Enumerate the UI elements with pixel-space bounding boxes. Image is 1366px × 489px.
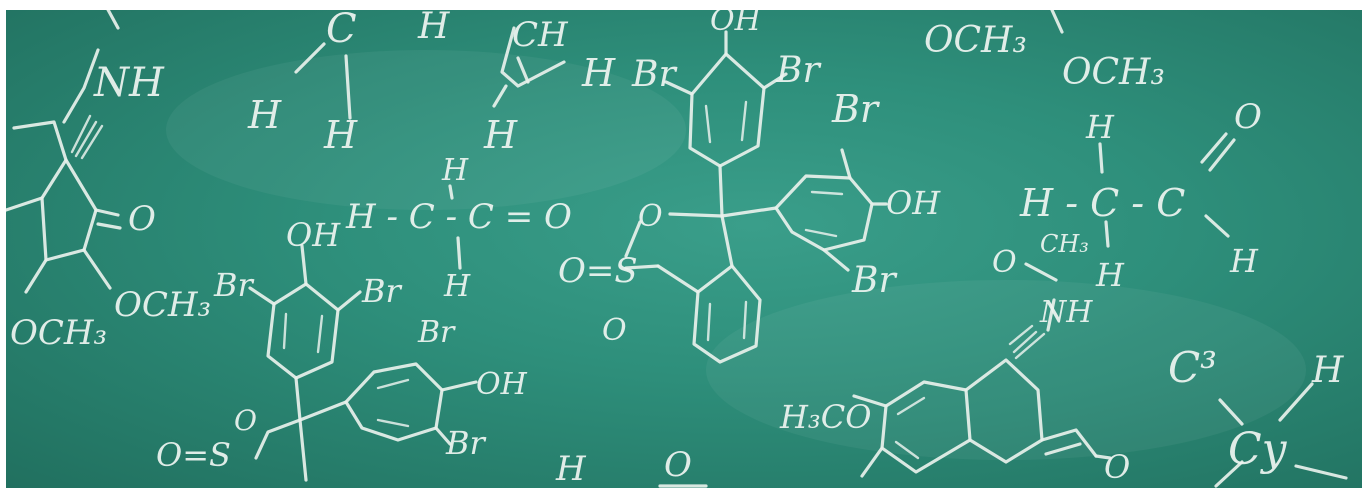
o-label: O [992, 245, 1017, 280]
br-label: Br [631, 54, 677, 95]
o-label: O [128, 199, 156, 239]
c3-label: C³ [1168, 343, 1217, 392]
h-label: H [1229, 242, 1259, 280]
br-label: Br [417, 315, 456, 350]
chalk-smudge [166, 50, 686, 210]
h-label: H [441, 153, 469, 188]
h3co-label: H₃CO [779, 398, 871, 436]
br-label: Br [445, 424, 487, 462]
aldehyde-bonds [448, 184, 462, 270]
top-fragments [294, 26, 566, 120]
o-label: O [638, 199, 663, 234]
c-label: C [326, 10, 357, 52]
lower-left-ring [248, 244, 478, 482]
ch3-label: CH₃ [1040, 230, 1089, 258]
oh-label: OH [286, 216, 341, 254]
center-phenol-structure [624, 148, 888, 364]
oh-label: OH [476, 367, 528, 402]
och3-bond [1050, 10, 1064, 34]
h-label: H [417, 10, 450, 47]
br-label: Br [851, 260, 897, 301]
chalkboard-photo: NH O OCH₃ OCH₃ C H H H H H CH [6, 10, 1362, 488]
o-label: O [664, 445, 692, 485]
o-label: O [234, 404, 257, 437]
h-label: H [1085, 108, 1115, 146]
oh-label: OH [710, 10, 762, 38]
h-label: H [581, 51, 616, 95]
och3-label: OCH₃ [924, 20, 1027, 61]
nh-label: NH [1039, 295, 1093, 330]
h-label: H [1095, 256, 1125, 294]
sulfonyl-label: O=S [156, 436, 231, 474]
br-label: Br [213, 266, 255, 304]
br-label: Br [831, 87, 881, 131]
h-label: H [443, 269, 471, 304]
right-aldehyde [1098, 132, 1236, 248]
left-ring-molecule [6, 10, 122, 294]
och3-label: OCH₃ [1062, 52, 1165, 93]
aldehyde-formula: H - C - C = O [345, 197, 572, 237]
chalk-smudge [706, 280, 1306, 460]
oh-label: OH [886, 184, 941, 222]
cy-label: Cy [1228, 424, 1288, 475]
h-label: H [1311, 350, 1344, 391]
h-label: H [323, 113, 358, 157]
top-center-ring [664, 30, 788, 218]
h-label: H [483, 113, 518, 157]
right-acetamide-structure [852, 262, 1112, 478]
o-label: O [1234, 97, 1262, 137]
och3-label: OCH₃ [114, 285, 211, 325]
o-label: O [602, 313, 627, 348]
h-label: H [555, 449, 587, 488]
br-label: Br [361, 272, 403, 310]
nh-label: NH [93, 60, 165, 106]
o-label: O [1104, 448, 1130, 486]
chalk-drawing: NH O OCH₃ OCH₃ C H H H H H CH [6, 10, 1348, 488]
br-label: Br [775, 50, 821, 91]
ch-label: CH [512, 15, 569, 55]
och3-label: OCH₃ [10, 313, 107, 353]
aldehyde-formula: H - C - C [1019, 181, 1185, 225]
far-right-fragment [1214, 382, 1348, 488]
h-label: H [247, 93, 282, 137]
sulfonyl-label: O=S [558, 251, 638, 291]
